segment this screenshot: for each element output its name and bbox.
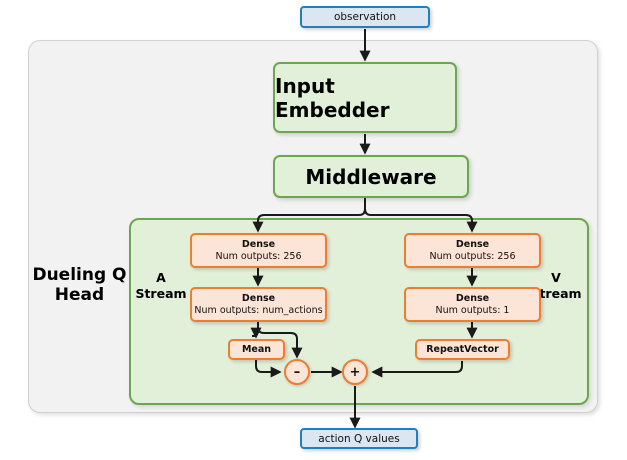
v-stream-dense-2-title: Dense [455, 292, 490, 304]
dueling-q-head-label: Dueling Q Head [32, 262, 127, 308]
subtract-operator-node[interactable]: – [284, 359, 310, 385]
a-stream-dense-2-title: Dense [241, 292, 276, 304]
a-stream-label-line1: A [156, 270, 166, 286]
input-embedder-label: Input Embedder [275, 73, 390, 122]
v-stream-dense-1-sub: Num outputs: 256 [429, 250, 516, 262]
a-stream-dense-2-box[interactable]: Dense Num outputs: num_actions [190, 287, 327, 322]
action-q-values-label: action Q values [318, 432, 400, 445]
a-stream-label-line2: Stream [135, 286, 187, 301]
a-stream-dense-2-sub: Num outputs: num_actions [194, 304, 323, 316]
v-stream-dense-2-box[interactable]: Dense Num outputs: 1 [404, 287, 541, 322]
v-stream-dense-2-sub: Num outputs: 1 [435, 304, 510, 316]
a-stream-dense-1-box[interactable]: Dense Num outputs: 256 [190, 233, 327, 268]
v-stream-label-line1: V [551, 270, 561, 286]
input-embedder-box[interactable]: Input Embedder [273, 62, 457, 133]
a-stream-dense-1-sub: Num outputs: 256 [215, 250, 302, 262]
v-stream-dense-1-title: Dense [455, 238, 490, 250]
a-stream-label: A Stream [133, 268, 189, 304]
observation-input-box[interactable]: observation [300, 6, 430, 28]
v-stream-label-line2: Stream [530, 286, 582, 301]
middleware-box[interactable]: Middleware [273, 155, 469, 198]
middleware-label: Middleware [305, 164, 437, 189]
a-stream-dense-1-title: Dense [241, 238, 276, 250]
mean-label: Mean [241, 343, 272, 355]
v-stream-dense-1-box[interactable]: Dense Num outputs: 256 [404, 233, 541, 268]
dueling-q-head-label-line1: Dueling Q [32, 264, 127, 285]
mean-box[interactable]: Mean [228, 339, 285, 360]
v-stream-label: V Stream [528, 268, 584, 304]
dueling-q-head-label-line2: Head [54, 285, 105, 305]
action-q-values-output-box[interactable]: action Q values [300, 428, 418, 449]
repeat-vector-label: RepeatVector [426, 343, 499, 355]
add-symbol: + [349, 364, 361, 380]
observation-label: observation [333, 11, 397, 23]
add-operator-node[interactable]: + [342, 359, 368, 385]
subtract-symbol: – [293, 364, 301, 380]
repeat-vector-box[interactable]: RepeatVector [415, 339, 510, 360]
